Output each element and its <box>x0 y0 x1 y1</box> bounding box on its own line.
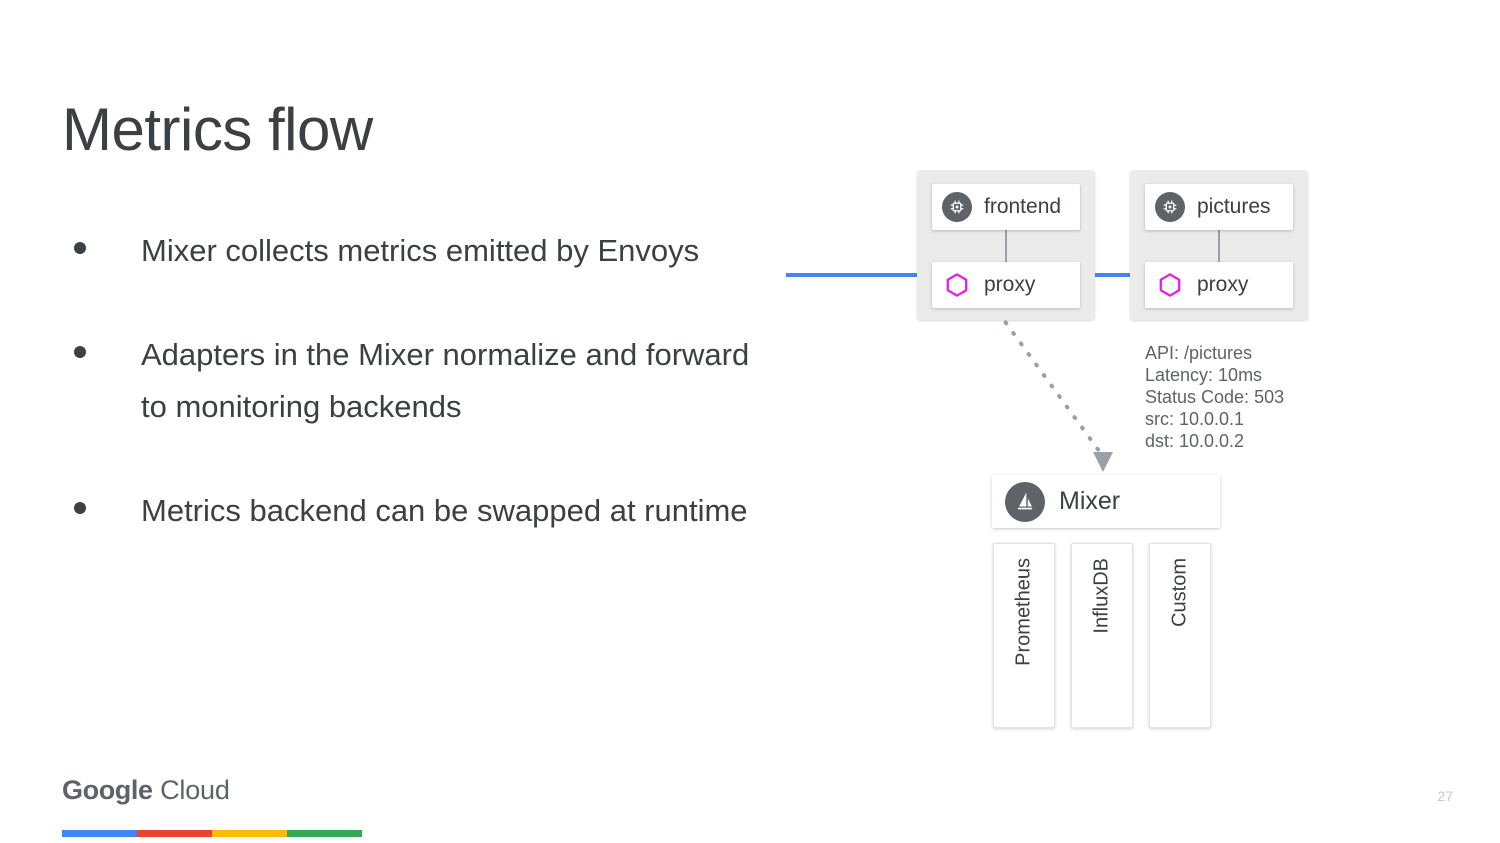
list-item: Adapters in the Mixer normalize and forw… <box>74 329 774 433</box>
backend-label: Prometheus <box>1012 558 1035 666</box>
service-app-card[interactable]: frontend <box>932 184 1080 230</box>
bullet-dot-icon <box>74 502 86 514</box>
google-cloud-logo: Google Cloud <box>62 775 230 806</box>
app-proxy-connector <box>1218 230 1220 262</box>
brand-color-bar <box>62 830 362 837</box>
service-proxy-card[interactable]: proxy <box>1145 262 1293 308</box>
bullet-text: Mixer collects metrics emitted by Envoys <box>141 233 700 268</box>
list-item: Metrics backend can be swapped at runtim… <box>74 485 774 537</box>
bullet-list: Mixer collects metrics emitted by Envoys… <box>74 225 774 537</box>
hexagon-icon <box>1155 270 1185 300</box>
service-proxy-card[interactable]: proxy <box>932 262 1080 308</box>
backend-label: Custom <box>1168 558 1191 627</box>
cpu-chip-icon <box>942 192 972 222</box>
mixer-label: Mixer <box>1059 487 1121 515</box>
mixer-card[interactable]: Mixer <box>992 475 1220 528</box>
service-app-label: frontend <box>984 195 1062 218</box>
istio-sail-icon <box>1005 481 1045 522</box>
bullet-text: Metrics backend can be swapped at runtim… <box>141 493 748 528</box>
logo-google-text: Google <box>62 775 153 805</box>
service-app-label: pictures <box>1197 195 1271 218</box>
telemetry-annotation: API: /pictures Latency: 10ms Status Code… <box>1145 342 1284 452</box>
page-number: 27 <box>1437 788 1453 804</box>
annotation-line: Status Code: 503 <box>1145 387 1285 407</box>
bullet-text: Adapters in the Mixer normalize and forw… <box>141 337 750 424</box>
backend-card[interactable]: Custom <box>1149 543 1211 728</box>
page-title: Metrics flow <box>62 96 373 163</box>
service-app-card[interactable]: pictures <box>1145 184 1293 230</box>
color-bar-blue <box>62 830 137 837</box>
list-item: Mixer collects metrics emitted by Envoys <box>74 225 774 277</box>
bullet-dot-icon <box>74 242 86 254</box>
color-bar-yellow <box>212 830 287 837</box>
backend-card[interactable]: InfluxDB <box>1071 543 1133 728</box>
service-proxy-label: proxy <box>984 273 1036 296</box>
color-bar-red <box>137 830 212 837</box>
service-group-pictures: pictures proxy <box>1130 170 1308 320</box>
bullet-dot-icon <box>74 346 86 358</box>
metrics-backends: Prometheus InfluxDB Custom <box>993 543 1225 728</box>
logo-cloud-text: Cloud <box>160 775 230 805</box>
service-proxy-label: proxy <box>1197 273 1249 296</box>
annotation-line: src: 10.0.0.1 <box>1145 409 1245 429</box>
metrics-flow-diagram: frontend proxy <box>780 160 1480 760</box>
backend-label: InfluxDB <box>1090 558 1113 634</box>
ingress-arrow-icon <box>786 267 934 283</box>
annotation-line: dst: 10.0.0.2 <box>1145 431 1245 451</box>
hexagon-icon <box>942 270 972 300</box>
annotation-line: API: /pictures <box>1145 343 1253 363</box>
service-group-frontend: frontend proxy <box>917 170 1095 320</box>
app-proxy-connector <box>1005 230 1007 262</box>
backend-card[interactable]: Prometheus <box>993 543 1055 728</box>
annotation-line: Latency: 10ms <box>1145 365 1263 385</box>
color-bar-green <box>287 830 362 837</box>
cpu-chip-icon <box>1155 192 1185 222</box>
